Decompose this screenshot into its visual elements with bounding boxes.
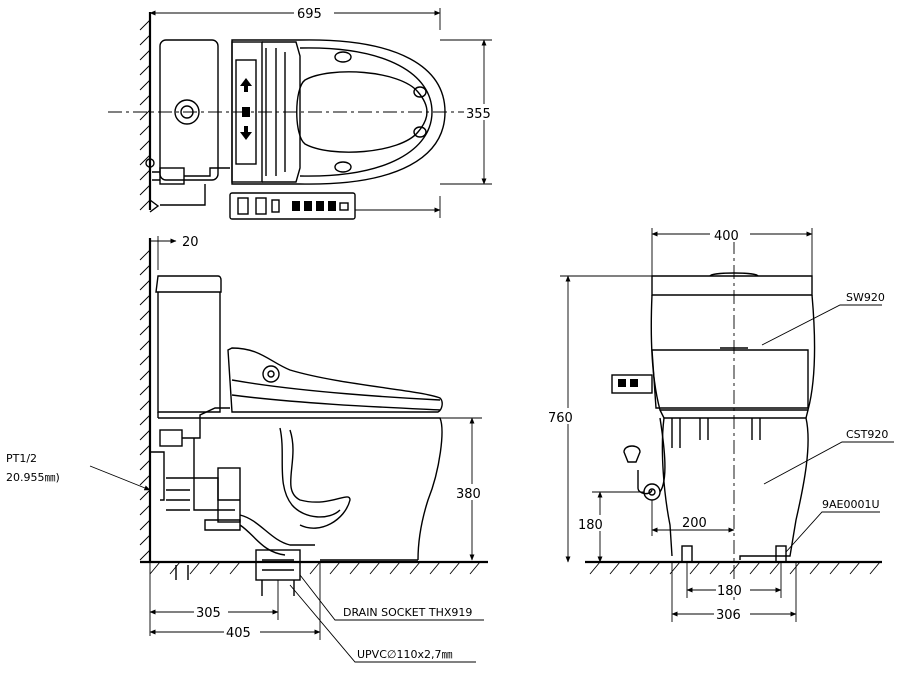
front-view xyxy=(560,228,894,622)
pt-label-line2: 20.955㎜) xyxy=(6,471,60,484)
sw920-leader xyxy=(761,304,882,346)
dim-seat-height: 380 xyxy=(456,487,481,502)
tank-body-front xyxy=(650,294,816,411)
bumper-2 xyxy=(334,161,352,173)
pt-leader xyxy=(89,465,151,491)
side-view xyxy=(89,236,488,663)
remote-control-top xyxy=(229,192,356,220)
wall-hatch-side xyxy=(139,249,151,561)
floor-hatch-side xyxy=(149,561,481,575)
dim-wall-gap: 20 xyxy=(182,235,199,250)
pipe-leader xyxy=(289,584,476,663)
tank-model-label: SW920 xyxy=(846,291,885,304)
tank-lid-side xyxy=(155,275,222,293)
supply-pipe-side xyxy=(150,451,165,501)
pipe-label: UPVC∅110x2,7㎜ xyxy=(357,648,452,661)
seat-rim-top xyxy=(299,47,433,177)
cst920-leader xyxy=(763,441,894,485)
hose-top-1 xyxy=(184,167,230,177)
foot-left xyxy=(681,545,693,563)
wall-hatch-top xyxy=(139,19,151,211)
fitting-top xyxy=(145,158,155,168)
remote-front xyxy=(611,374,653,394)
stop-valve-side xyxy=(159,429,183,447)
bumper-1 xyxy=(334,51,352,63)
washlet-body-top xyxy=(231,41,263,183)
bowl-model-label: CST920 xyxy=(846,428,888,441)
bowl-front-view xyxy=(664,417,809,560)
tank-top xyxy=(159,39,219,181)
bumper-3 xyxy=(413,86,427,98)
flush-button-inner xyxy=(180,105,194,119)
dim-foot-outer: 306 xyxy=(716,608,741,623)
sensor-icon xyxy=(242,107,250,117)
dim-foot-spacing: 180 xyxy=(717,584,742,599)
dim-supply-offset: 200 xyxy=(682,516,707,531)
bowl-front-side xyxy=(158,417,443,561)
dimension-text: 695 355 20 400 760 380 180 200 180 306 3… xyxy=(182,4,750,641)
dim-top-width: 355 xyxy=(466,107,491,122)
foot-right xyxy=(775,545,787,563)
annotation-text: PT1/2 20.955㎜) SW920 CST920 9AE0001U DRA… xyxy=(6,291,888,661)
dim-front-width: 400 xyxy=(714,229,739,244)
flush-button-outer xyxy=(174,99,200,125)
remote-buttons xyxy=(292,201,349,211)
washlet-front xyxy=(651,349,809,409)
drain-socket-label: DRAIN SOCKET THX919 xyxy=(343,606,472,619)
part-code-leader xyxy=(785,511,880,553)
washlet-side xyxy=(227,347,443,413)
trapway-side xyxy=(289,429,351,529)
bumper-4 xyxy=(413,126,427,138)
supply-hose-front xyxy=(637,470,653,495)
drain-socket-leader xyxy=(299,574,484,621)
arrow-up-icon xyxy=(240,78,252,86)
dim-supply-height: 180 xyxy=(578,518,603,533)
dim-total-height: 760 xyxy=(548,411,573,426)
drain-pipe-side xyxy=(255,549,301,581)
arrow-down-icon xyxy=(240,132,252,140)
hose-top-2 xyxy=(160,184,206,206)
floor-hatch-front xyxy=(589,561,881,575)
supply-fitting-front xyxy=(643,483,661,501)
dim-top-length: 695 xyxy=(297,7,322,22)
hinge-side xyxy=(262,365,280,383)
dim-depth: 405 xyxy=(226,626,251,641)
pt-label-line1: PT1/2 xyxy=(6,452,37,465)
washlet-hinge-top xyxy=(262,41,301,183)
tank-lid-front xyxy=(651,275,813,296)
dim-rough-in: 305 xyxy=(196,606,221,621)
washlet-panel-top xyxy=(235,59,257,165)
valve-top xyxy=(159,167,185,185)
part-code-label: 9AE0001U xyxy=(822,498,880,511)
drain-socket-body xyxy=(217,467,241,523)
tank-body-side xyxy=(157,292,221,413)
bowl-outline-top xyxy=(231,39,446,185)
shut-off-knob xyxy=(623,445,641,463)
top-view xyxy=(108,8,492,220)
